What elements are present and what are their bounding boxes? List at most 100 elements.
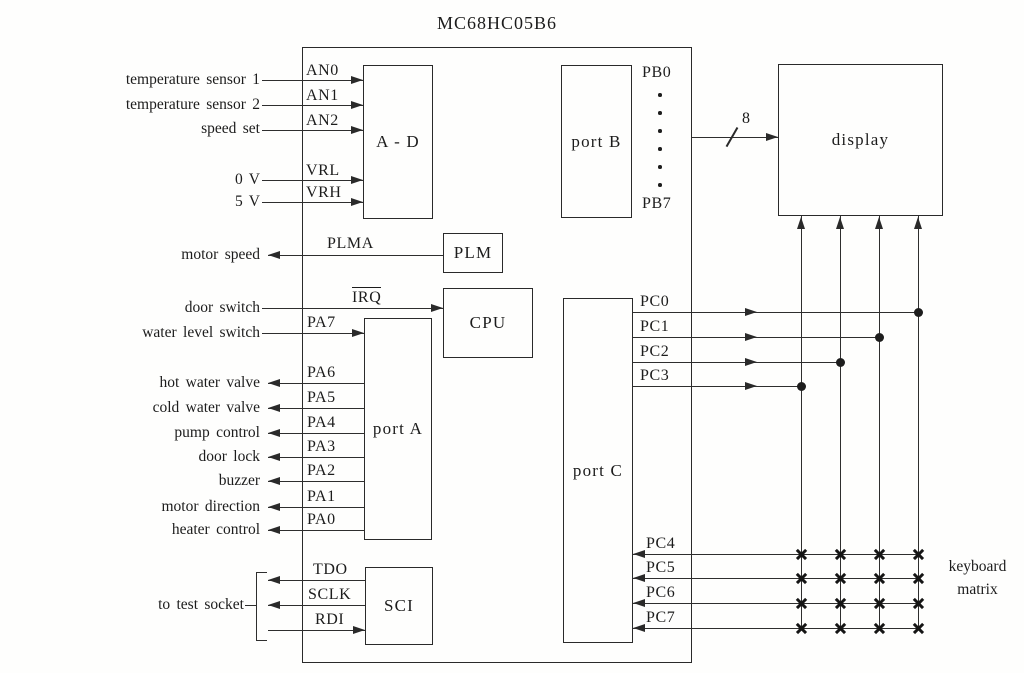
- key-switch-icon: [795, 548, 808, 561]
- pb-ellipsis-dot: [658, 165, 662, 169]
- arrowhead-column-4: [914, 217, 922, 229]
- wire-display-bus: [692, 137, 778, 139]
- chip-title: MC68HC05B6: [436, 13, 558, 33]
- wire-pc4: [633, 554, 918, 556]
- pin-label-pc7: PC7: [646, 609, 676, 626]
- arrowhead-pa4: [268, 429, 280, 437]
- arrowhead-motor-speed: [268, 251, 280, 259]
- junction-dot-pc1: [875, 333, 884, 342]
- wire-pc0: [633, 312, 918, 314]
- pin-label-sclk: SCLK: [308, 586, 352, 603]
- pin-label-pa0: PA0: [307, 511, 336, 528]
- wire-vrh: [262, 202, 363, 204]
- block-port-c: port C: [563, 298, 633, 643]
- arrowhead-an0: [351, 76, 363, 84]
- pin-label-pa6: PA6: [307, 364, 336, 381]
- keyboard-matrix-line1: keyboard: [948, 558, 1007, 575]
- key-switch-icon: [795, 597, 808, 610]
- wire-tdo: [268, 580, 365, 582]
- block-port-b: port B: [561, 65, 632, 218]
- arrowhead-pc2: [745, 358, 757, 366]
- pin-label-irq: IRQ: [352, 287, 382, 306]
- pb-ellipsis-dot: [658, 129, 662, 133]
- arrowhead-pc5: [633, 574, 645, 582]
- display-column-3: [879, 216, 881, 628]
- label-door-lock: door lock: [198, 448, 260, 465]
- wire-pa0: [268, 530, 364, 532]
- arrowhead-pc0: [745, 308, 757, 316]
- pb-ellipsis-dot: [658, 93, 662, 97]
- label-hot-water-valve: hot water valve: [159, 374, 260, 391]
- keyboard-matrix-label: keyboard matrix: [925, 555, 1024, 601]
- label-0v: 0 V: [234, 171, 260, 188]
- wire-sclk: [268, 605, 365, 607]
- pb-ellipsis-dot: [658, 147, 662, 151]
- pin-label-an0: AN0: [306, 62, 339, 79]
- key-switch-icon: [912, 597, 925, 610]
- key-switch-icon: [873, 622, 886, 635]
- label-motor-speed: motor speed: [181, 246, 260, 263]
- arrowhead-column-1: [797, 217, 805, 229]
- pin-label-pc0: PC0: [640, 293, 670, 310]
- display-column-1: [801, 216, 803, 628]
- label-heater-control: heater control: [171, 521, 260, 538]
- arrowhead-pc7: [633, 624, 645, 632]
- wire-pa7: [262, 333, 364, 335]
- pin-label-pc6: PC6: [646, 584, 676, 601]
- arrowhead-pa5: [268, 404, 280, 412]
- block-cpu: CPU: [443, 288, 533, 358]
- pin-label-an1: AN1: [306, 87, 339, 104]
- wire-irq: [262, 308, 443, 310]
- wire-pa4: [268, 433, 364, 435]
- label-to-test-socket: to test socket: [158, 596, 244, 613]
- key-switch-icon: [834, 622, 847, 635]
- display-column-2: [840, 216, 842, 628]
- junction-dot-pc0: [914, 308, 923, 317]
- pin-label-pc4: PC4: [646, 535, 676, 552]
- label-door-switch: door switch: [184, 299, 260, 316]
- arrowhead-display-bus: [766, 133, 778, 141]
- wire-pa3: [268, 457, 364, 459]
- pin-label-pb7: PB7: [642, 195, 672, 212]
- pin-label-pa2: PA2: [307, 462, 336, 479]
- arrowhead-pc3: [745, 382, 757, 390]
- arrowhead-pa7: [352, 329, 364, 337]
- pin-label-an2: AN2: [306, 112, 339, 129]
- arrowhead-column-2: [836, 217, 844, 229]
- block-adc: A - D: [363, 65, 433, 219]
- test-socket-bracket-bottom: [256, 640, 267, 642]
- key-switch-icon: [873, 548, 886, 561]
- wire-pa5: [268, 408, 364, 410]
- pin-label-pc3: PC3: [640, 367, 670, 384]
- arrowhead-pa1: [268, 503, 280, 511]
- arrowhead-pc1: [745, 333, 757, 341]
- pin-label-pc1: PC1: [640, 318, 670, 335]
- wire-an1: [262, 105, 363, 107]
- arrowhead-rdi: [353, 626, 365, 634]
- arrowhead-an2: [351, 126, 363, 134]
- key-switch-icon: [912, 622, 925, 635]
- wire-plma: [268, 255, 443, 257]
- arrowhead-pc6: [633, 599, 645, 607]
- label-speed-set: speed set: [201, 120, 260, 137]
- label-temperature-sensor-1: temperature sensor 1: [125, 71, 260, 88]
- key-switch-icon: [873, 572, 886, 585]
- arrowhead-vrh: [351, 198, 363, 206]
- block-port-a: port A: [364, 318, 432, 540]
- pb-ellipsis-dot: [658, 111, 662, 115]
- label-motor-direction: motor direction: [161, 498, 261, 515]
- wire-an0: [262, 80, 363, 82]
- wire-an2: [262, 130, 363, 132]
- arrowhead-irq: [431, 304, 443, 312]
- pin-label-pc5: PC5: [646, 559, 676, 576]
- mcu-outline: [302, 47, 692, 663]
- pin-label-pb0: PB0: [642, 64, 672, 81]
- wire-vrl: [262, 180, 363, 182]
- wire-rdi: [268, 630, 365, 632]
- pin-label-pa7: PA7: [307, 314, 336, 331]
- arrowhead-pa2: [268, 477, 280, 485]
- arrowhead-pa0: [268, 526, 280, 534]
- wire-pa2: [268, 481, 364, 483]
- pin-label-pa4: PA4: [307, 414, 336, 431]
